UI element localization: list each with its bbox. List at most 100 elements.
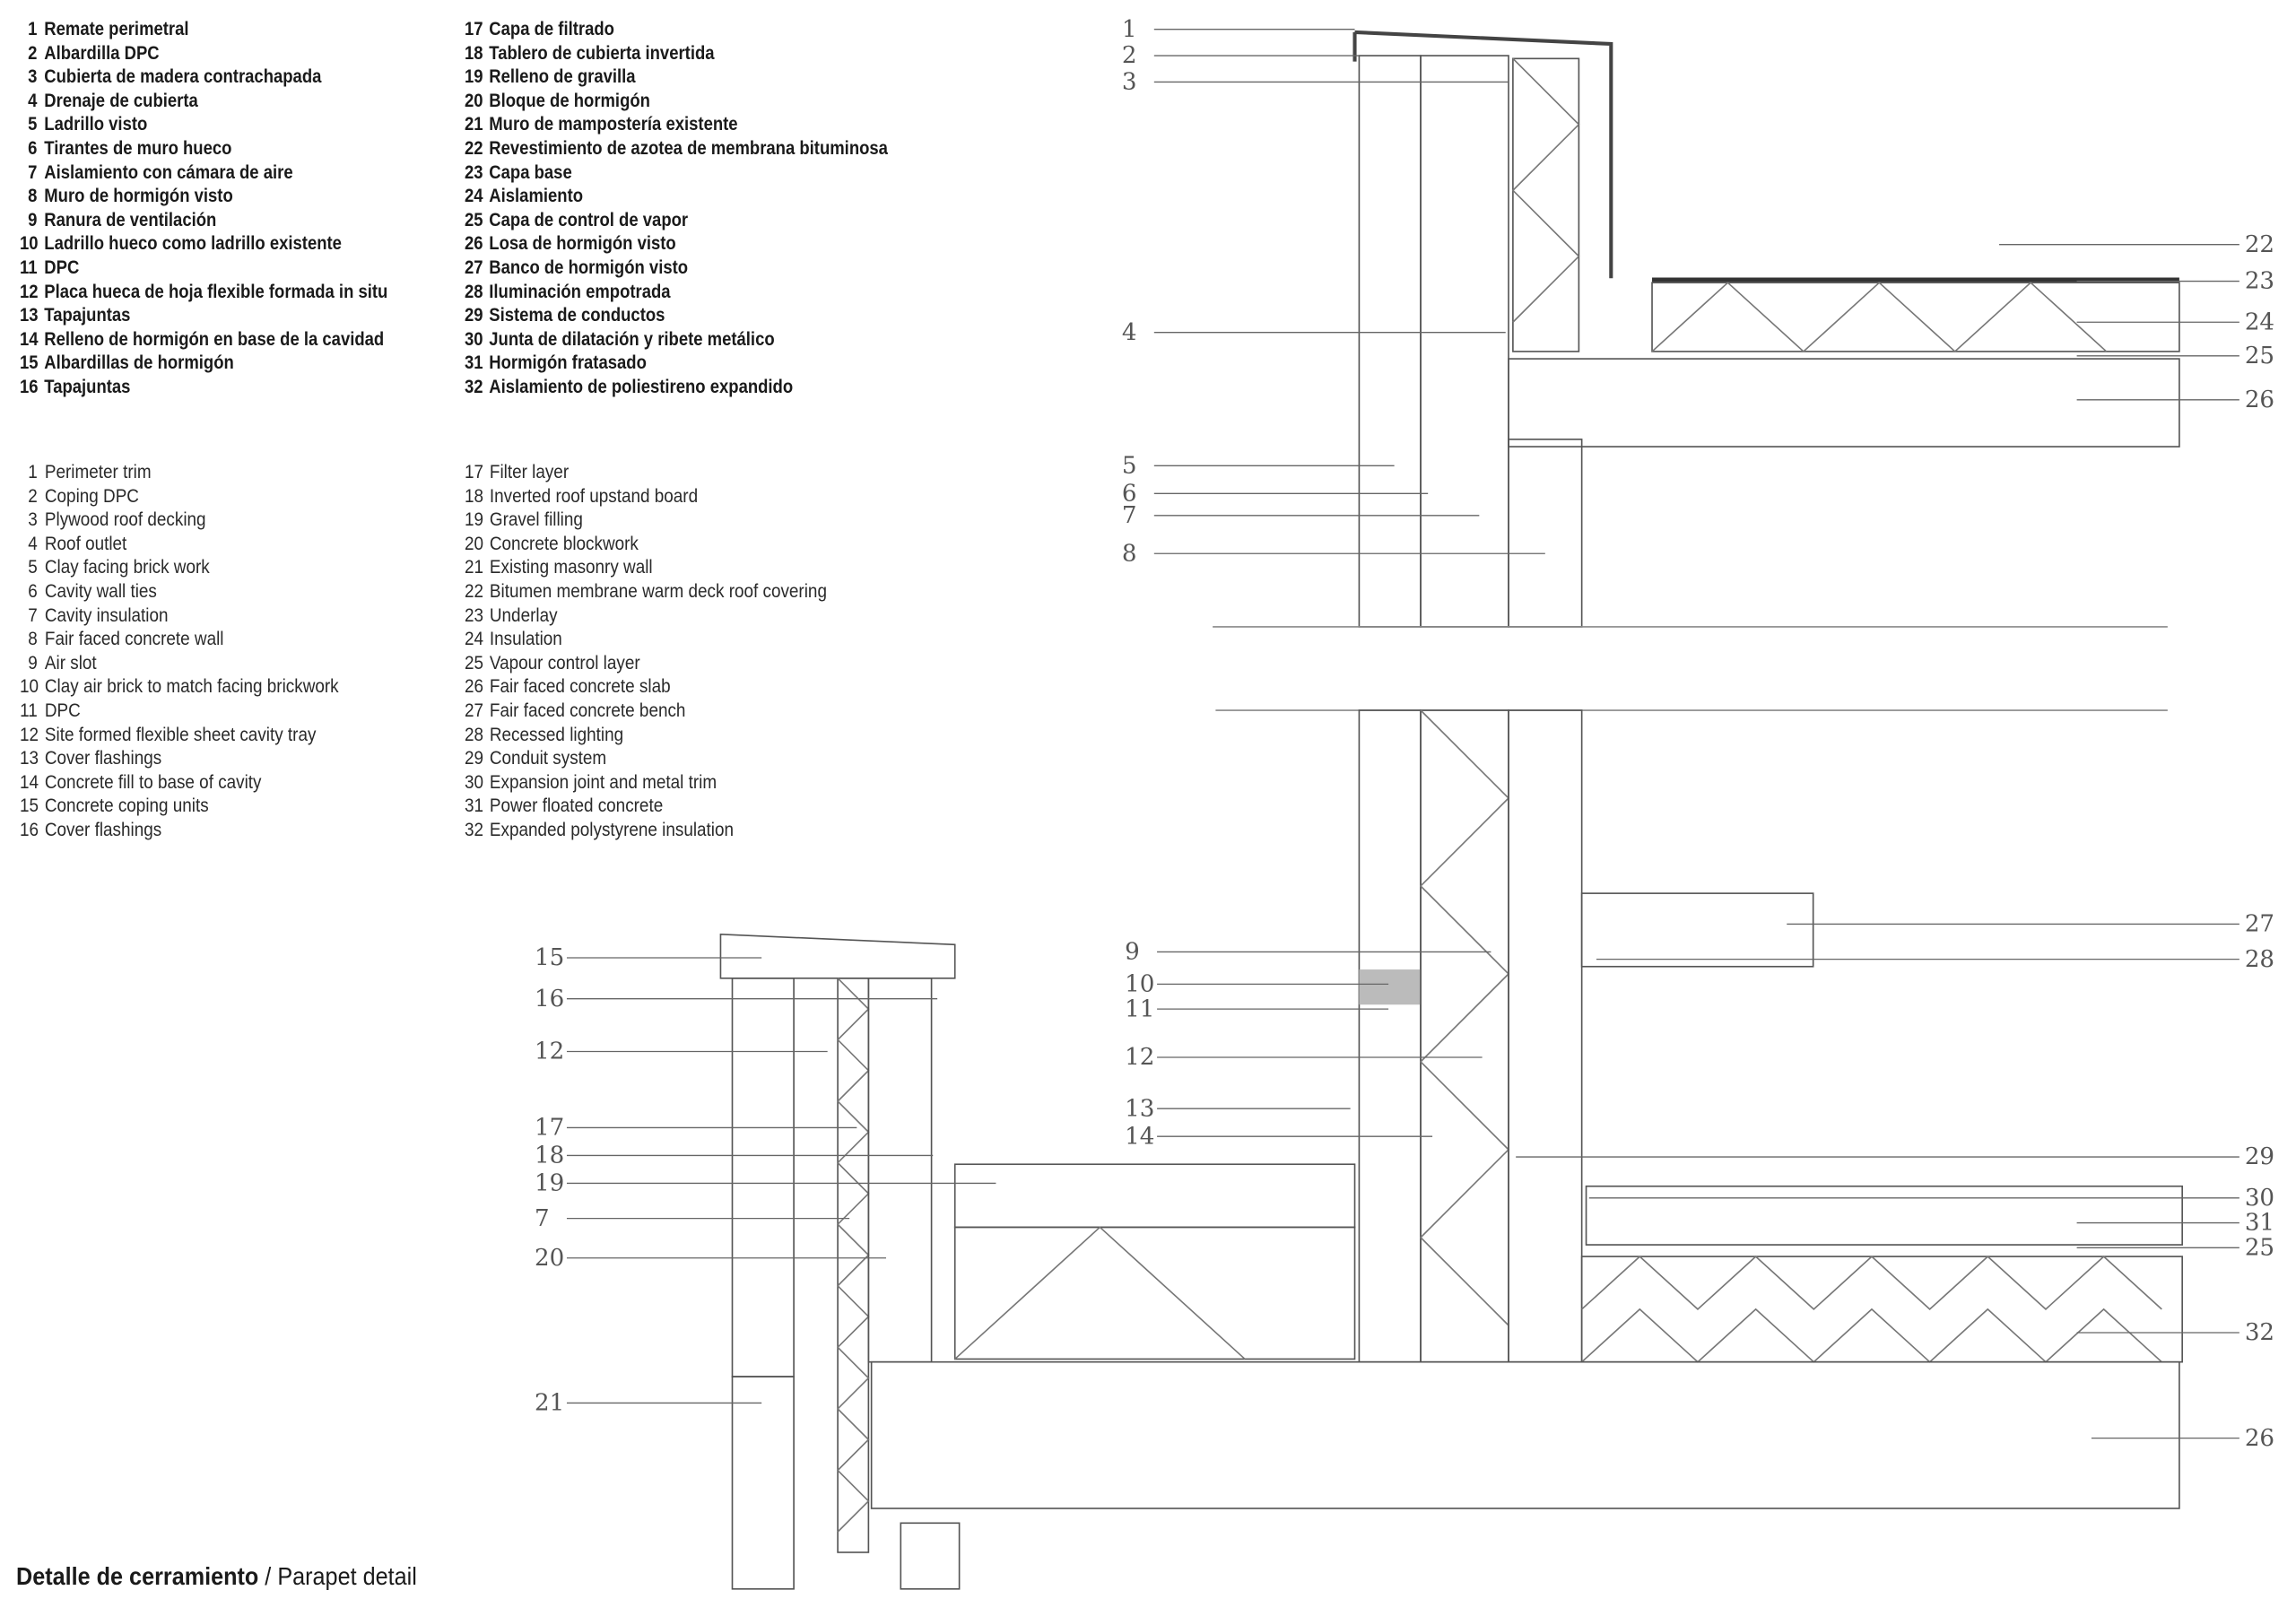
callout-number: 27 [2245,911,2274,938]
callout-number: 9 [1125,939,1140,966]
legend-label: DPC [44,700,81,721]
callout-number: 14 [1125,1123,1154,1150]
callout-number: 26 [2245,387,2274,413]
legend-label: Drenaje de cubierta [44,90,198,111]
callout-number: 12 [535,1038,564,1065]
legend-number: 4 [28,533,38,554]
callout-number: 10 [1125,971,1154,998]
legend-label: Aislamiento de poliestireno expandido [489,376,794,397]
legend-number: 5 [28,114,38,135]
legend-number: 29 [465,748,484,769]
legend-label: Concrete fill to base of cavity [44,771,262,793]
legend-number: 1 [28,19,38,39]
legend-number: 5 [28,557,38,578]
legend-label: Concrete blockwork [489,533,639,554]
legend-label: Capa de filtrado [489,19,614,39]
insulation-zigzag [836,978,870,1533]
concrete-wall-upper [1508,439,1583,628]
caption-title-en: Parapet detail [277,1562,417,1590]
legend-number: 26 [465,233,483,255]
roof-slab-upper [1508,358,2180,448]
section-geometry [719,30,2183,1590]
legend-label: Perimeter trim [44,462,152,482]
legend-label: Ladrillo visto [44,114,148,135]
legend-number: 25 [465,209,483,230]
callout-number: 4 [1122,319,1137,346]
callout-number: 6 [1122,480,1137,507]
legend-number: 18 [465,42,483,64]
legend-label: Placa hueca de hoja flexible formada in … [44,281,388,302]
legend-label: Tablero de cubierta invertida [489,42,715,64]
callout-number: 1 [1122,16,1137,43]
legend-number: 9 [28,652,38,673]
legend-number: 20 [465,533,484,554]
legend-number: 24 [465,186,483,207]
cavity-upper [1420,55,1509,628]
legend-item: 11 DPC [20,700,339,724]
legend-item: 5 Ladrillo visto [20,113,387,137]
facing-brick-lower [1358,709,1422,1363]
callout-number: 12 [1125,1044,1154,1071]
legend-label: Cavity wall ties [44,580,157,602]
legend-number: 29 [465,305,483,326]
callout-number: 32 [2245,1319,2274,1346]
legend-number: 9 [28,209,38,230]
callout-number: 30 [2245,1185,2274,1212]
callout-number: 25 [2245,343,2274,369]
legend-number: 2 [28,485,38,507]
legend-number: 11 [20,700,38,721]
legend-number: 14 [20,771,39,793]
insulation-zigzag [1581,1256,2162,1311]
legend-number: 12 [20,724,39,745]
legend-label: Fair faced concrete slab [489,676,671,698]
legend-number: 8 [28,629,38,650]
roof-insulation-upper [1651,282,2180,352]
legend-label: Gravel filling [489,509,583,531]
concrete-column-lower [1508,709,1583,1363]
legend-label: Site formed flexible sheet cavity tray [44,724,317,745]
legend-number: 19 [465,509,484,531]
legend-label: Roof outlet [44,533,127,554]
legend-number: 8 [28,186,38,207]
legend-label: Recessed lighting [489,724,624,745]
legend-number: 19 [465,66,483,88]
concrete-blockwork [867,978,933,1363]
legend-label: Relleno de hormigón en base de la cavida… [44,328,385,350]
legend-number: 16 [20,819,39,840]
callout-number: 26 [2245,1425,2274,1452]
callout-number: 17 [535,1115,564,1142]
legend-number: 31 [465,352,483,374]
legend-label: Power floated concrete [489,795,664,817]
legend-item: 4 Roof outlet [20,533,339,557]
legend-number: 23 [465,604,484,626]
callout-number: 20 [535,1245,564,1272]
legend-label: Existing masonry wall [489,557,653,578]
legend-number: 1 [28,462,38,482]
callout-number: 7 [535,1205,550,1232]
legend-label: Inverted roof upstand board [489,485,699,507]
legend-number: 16 [20,376,39,397]
legend-number: 15 [20,352,39,374]
legend-label: Filter layer [489,462,570,482]
